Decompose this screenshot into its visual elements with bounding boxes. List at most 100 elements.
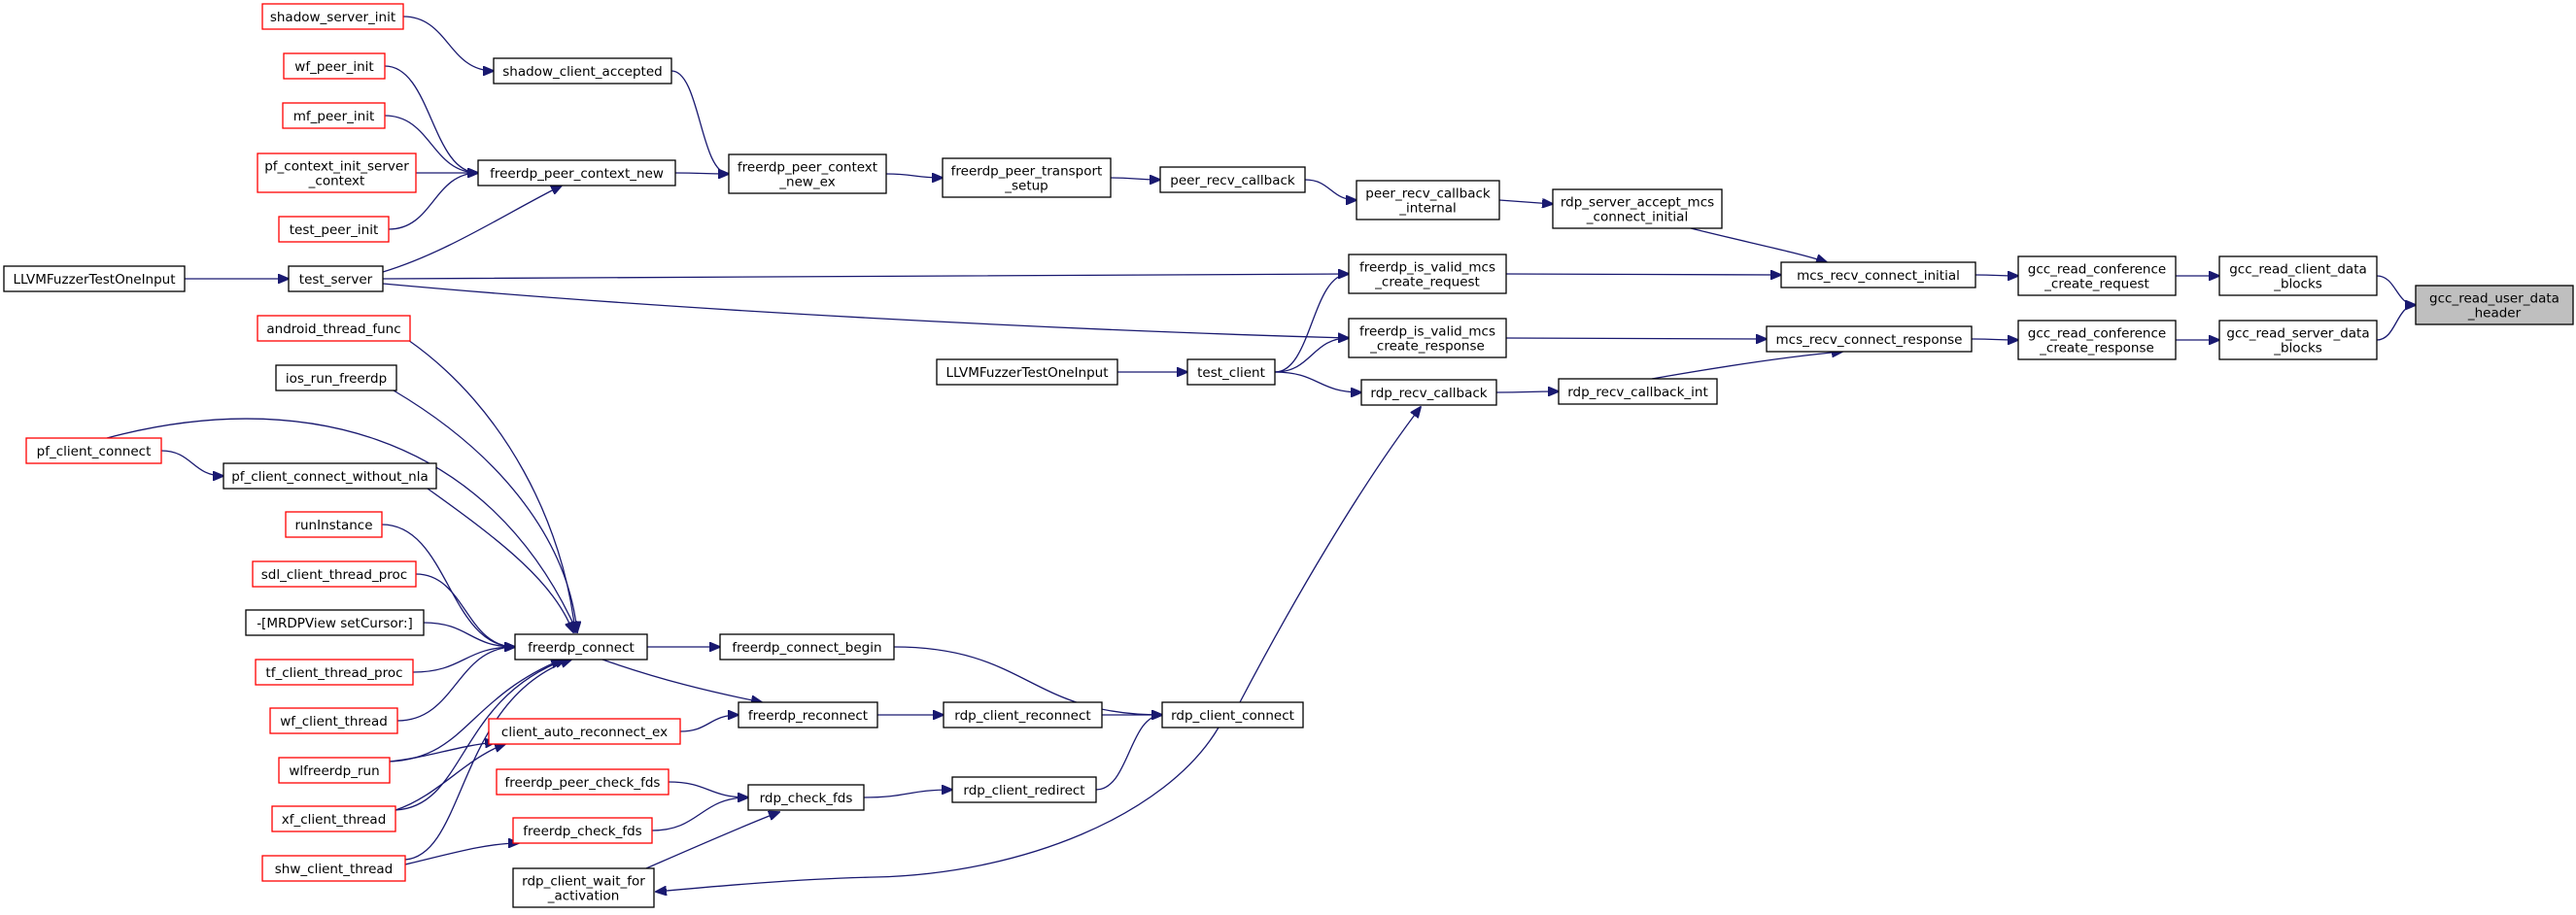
node-mcs-recv-connect-response[interactable]: mcs_recv_connect_response <box>1766 325 1973 353</box>
edge-test_peer_init-to-freerdp_peer_context_new <box>388 173 478 230</box>
edge-line <box>1274 371 1361 392</box>
node-gcc-read-conference-create-response[interactable]: gcc_read_conference_create_response <box>2017 320 2177 360</box>
node-freerdp-is-valid-mcs-create-response[interactable]: freerdp_is_valid_mcs_create_response <box>1348 318 1507 358</box>
node-wf-client-thread[interactable]: wf_client_thread <box>269 707 398 734</box>
edge-line <box>388 173 478 230</box>
node-gcc-read-server-data-blocks[interactable]: gcc_read_server_data_blocks <box>2218 320 2378 360</box>
edge-line <box>1651 352 1842 380</box>
node-test-peer-init[interactable]: test_peer_init <box>278 216 390 243</box>
node-freerdp-reconnect[interactable]: freerdp_reconnect <box>738 701 878 729</box>
node-rdp-server-accept-mcs-connect-initial[interactable]: rdp_server_accept_mcs_connect_initial <box>1552 188 1723 229</box>
edge-line <box>402 16 494 71</box>
edge-gcc_read_client_data_blocks-to-gcc_read_user_data_header <box>2376 275 2416 305</box>
node-tf-client-thread-proc[interactable]: tf_client_thread_proc <box>255 659 414 686</box>
node-rdp-client-reconnect[interactable]: rdp_client_reconnect <box>943 701 1103 729</box>
edge-peer_recv_callback_internal-to-rdp_server_accept_mcs_connect_initial <box>1498 200 1553 204</box>
node-rdp-check-fds[interactable]: rdp_check_fds <box>747 784 865 811</box>
node-test-client[interactable]: test_client <box>1186 358 1276 386</box>
edge-test_server-to-freerdp_is_valid_mcs_create_request <box>382 274 1349 280</box>
node-box <box>1159 166 1306 193</box>
edge-line <box>1095 715 1162 791</box>
node-freerdp-peer-context-new[interactable]: freerdp_peer_context_new <box>477 159 676 186</box>
node-label: _blocks <box>2273 341 2322 356</box>
node-freerdp-peer-context-new-ex[interactable]: freerdp_peer_context_new_ex <box>728 153 887 194</box>
node-label: shw_client_thread <box>275 862 393 877</box>
node-sdl-client-thread-proc[interactable]: sdl_client_thread_proc <box>252 560 417 588</box>
edge-test_client-to-freerdp_is_valid_mcs_create_request <box>1274 274 1349 373</box>
edge-line <box>382 283 1349 338</box>
node-xf-client-thread[interactable]: xf_client_thread <box>271 805 396 832</box>
edge-shw_client_thread-to-freerdp_connect <box>404 660 571 861</box>
node-label: rdp_client_wait_for <box>522 874 645 890</box>
node-wf-peer-init[interactable]: wf_peer_init <box>283 52 386 80</box>
edge-freerdp_is_valid_mcs_create_response-to-mcs_recv_connect_response <box>1505 338 1767 339</box>
node-freerdp-peer-check-fds[interactable]: freerdp_peer_check_fds <box>496 768 670 796</box>
node-llvm-fuzzer-2[interactable]: LLVMFuzzerTestOneInput <box>936 358 1118 386</box>
edge-mcs_recv_connect_initial-to-gcc_read_conference_create_request <box>1975 275 2018 276</box>
node-freerdp-connect[interactable]: freerdp_connect <box>514 633 648 661</box>
node-rdp-recv-callback-int[interactable]: rdp_recv_callback_int <box>1558 378 1718 405</box>
node-mcs-recv-connect-initial[interactable]: mcs_recv_connect_initial <box>1780 261 1976 288</box>
node-gcc-read-user-data-header[interactable]: gcc_read_user_data_header <box>2415 285 2574 325</box>
edge-freerdp_peer_transport_setup-to-peer_recv_callback <box>1110 178 1160 180</box>
edge-line <box>1498 200 1553 204</box>
edge-line <box>389 660 562 762</box>
node-pf-context-init-server-context[interactable]: pf_context_init_server_context <box>257 152 417 193</box>
node-android-thread-func[interactable]: android_thread_func <box>257 315 411 342</box>
node-gcc-read-client-data-blocks[interactable]: gcc_read_client_data_blocks <box>2218 255 2378 296</box>
node-label: wlfreerdp_run <box>289 763 379 779</box>
node-gcc-read-conference-create-request[interactable]: gcc_read_conference_create_request <box>2017 255 2177 296</box>
node-label: _new_ex <box>778 175 835 190</box>
edge-line <box>1975 275 2018 276</box>
node-wlfreerdp-run[interactable]: wlfreerdp_run <box>278 757 391 784</box>
node-box <box>1766 325 1973 353</box>
edge-freerdp_is_valid_mcs_create_request-to-mcs_recv_connect_initial <box>1505 274 1781 275</box>
node-box <box>951 776 1097 803</box>
node-test-server[interactable]: test_server <box>288 265 384 292</box>
node-label: ios_run_freerdp <box>286 371 387 387</box>
node-label: pf_client_connect <box>37 444 152 459</box>
node-peer-recv-callback[interactable]: peer_recv_callback <box>1159 166 1306 193</box>
node-label: android_thread_func <box>266 322 400 337</box>
node-box <box>25 437 162 464</box>
node-label: peer_recv_callback <box>1170 173 1295 188</box>
node-shadow-client-accepted[interactable]: shadow_client_accepted <box>493 57 672 85</box>
node-mrdpview-setcursor[interactable]: -[MRDPView setCursor:] <box>245 609 425 636</box>
node-freerdp-check-fds[interactable]: freerdp_check_fds <box>512 817 653 844</box>
node-rdp-client-redirect[interactable]: rdp_client_redirect <box>951 776 1097 803</box>
node-box <box>245 609 425 636</box>
edge-test_server-to-freerdp_is_valid_mcs_create_response <box>382 283 1349 338</box>
node-label: test_peer_init <box>290 222 379 238</box>
node-rdp-recv-callback[interactable]: rdp_recv_callback <box>1360 379 1497 406</box>
edge-line <box>395 744 505 811</box>
node-label: freerdp_peer_check_fds <box>505 775 661 791</box>
node-box <box>942 157 1112 198</box>
node-llvm-fuzzer-1[interactable]: LLVMFuzzerTestOneInput <box>3 265 186 292</box>
node-label: gcc_read_user_data <box>2429 291 2559 307</box>
node-runInstance[interactable]: runInstance <box>285 511 383 538</box>
node-ios-run-freerdp[interactable]: ios_run_freerdp <box>275 364 397 391</box>
node-label: LLVMFuzzerTestOneInput <box>945 365 1108 381</box>
node-box <box>493 57 672 85</box>
node-label: freerdp_peer_context_new <box>490 166 664 182</box>
node-box <box>496 768 670 796</box>
node-freerdp-peer-transport-setup[interactable]: freerdp_peer_transport_setup <box>942 157 1112 198</box>
node-pf-client-connect[interactable]: pf_client_connect <box>25 437 162 464</box>
node-mf-peer-init[interactable]: mf_peer_init <box>282 102 386 129</box>
edge-line <box>412 647 515 673</box>
node-freerdp-connect-begin[interactable]: freerdp_connect_begin <box>719 633 895 661</box>
node-shw-client-thread[interactable]: shw_client_thread <box>261 855 406 882</box>
node-box <box>3 265 186 292</box>
node-peer-recv-callback-internal[interactable]: peer_recv_callback_internal <box>1356 180 1500 220</box>
node-box <box>271 805 396 832</box>
edge-line <box>404 843 519 865</box>
node-label: freerdp_is_valid_mcs <box>1359 324 1495 340</box>
node-client-auto-reconnect-ex[interactable]: client_auto_reconnect_ex <box>488 718 681 745</box>
node-freerdp-is-valid-mcs-create-request[interactable]: freerdp_is_valid_mcs_create_request <box>1348 254 1507 294</box>
node-shadow-server-init[interactable]: shadow_server_init <box>261 3 404 30</box>
node-pf-client-connect-without-nla[interactable]: pf_client_connect_without_nla <box>223 462 437 490</box>
node-label: freerdp_connect <box>528 640 635 656</box>
node-rdp-client-wait-for-activation[interactable]: rdp_client_wait_for_activation <box>512 867 655 908</box>
node-rdp-client-connect[interactable]: rdp_client_connect <box>1161 701 1304 729</box>
edge-line <box>656 727 1219 892</box>
